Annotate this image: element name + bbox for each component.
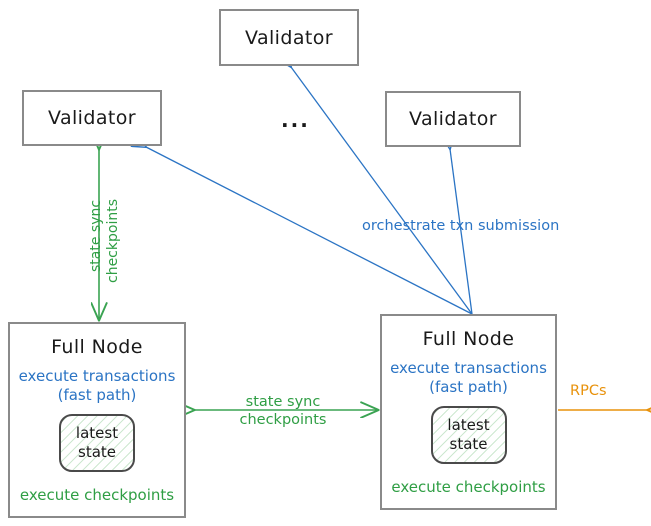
fullnode-left-latest-state[interactable]: latest state [59,413,135,472]
fullnode-right-execute-line2: (fast path) [429,377,508,396]
fullnode-left-latest-state-line2: state [78,442,116,461]
edge-label-fullnode-state-sync-line1: state sync [245,394,321,410]
fullnode-box-left[interactable]: Full Node execute transactions (fast pat… [8,322,186,518]
fullnode-right-execute-line1: execute transactions [390,359,547,377]
fullnode-left-execute-line1: execute transactions [18,367,176,385]
edge-label-fullnode-state-sync-line2: checkpoints [239,411,327,428]
edge-label-validator-state-sync-line1: state sync [88,199,104,272]
fullnode-right-checkpoints: execute checkpoints [391,477,546,496]
fullnode-left-latest-state-line1: latest [75,423,119,442]
validator-right-label: Validator [409,108,497,130]
validator-box-left[interactable]: Validator [22,90,162,146]
fullnode-right-latest-state-line1: latest [447,415,490,434]
validator-top-label: Validator [245,26,333,49]
validator-box-top[interactable]: Validator [219,9,359,66]
fullnode-left-title: Full Node [51,336,143,358]
edge-label-orchestrate: orchestrate txn submission [362,218,560,234]
fullnode-left-execute: execute transactions (fast path) [19,367,176,405]
fullnode-right-latest-state-line2: state [449,434,488,453]
validator-left-label: Validator [48,107,136,129]
fullnode-left-execute-line2: (fast path) [57,385,137,404]
fullnode-right-title: Full Node [422,328,515,350]
validators-ellipsis: ... [281,108,310,132]
edge-label-fullnode-state-sync: state sync checkpoints [228,394,338,429]
edge-label-rpcs: RPCs [570,383,607,399]
edge-label-validator-state-sync-line2: checkpoints [105,199,121,283]
validator-box-right[interactable]: Validator [385,91,521,147]
fullnode-right-latest-state[interactable]: latest state [430,405,507,464]
fullnode-right-execute: execute transactions (fast path) [390,359,547,397]
fullnode-box-right[interactable]: Full Node execute transactions (fast pat… [380,314,557,510]
fullnode-left-checkpoints: execute checkpoints [19,485,175,504]
